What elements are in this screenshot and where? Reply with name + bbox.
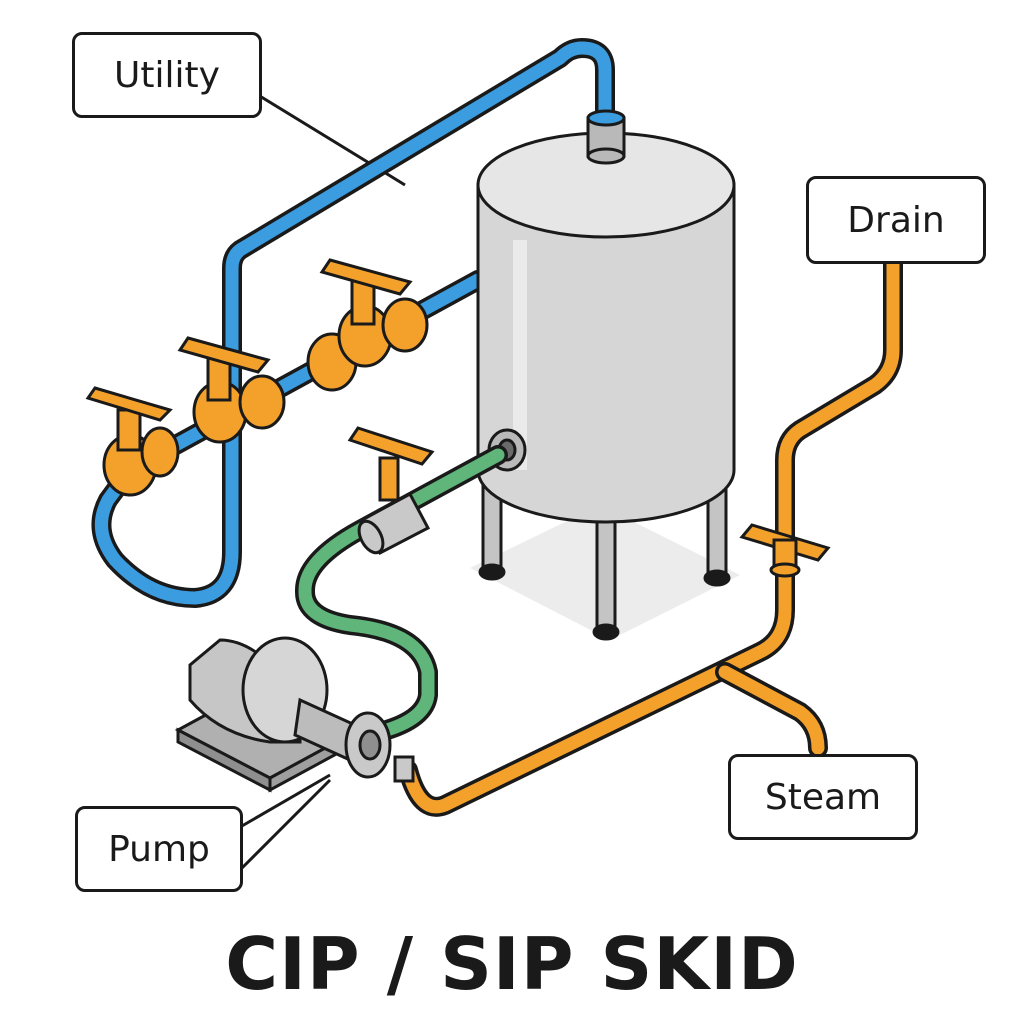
valve-1 <box>85 386 180 497</box>
pump <box>174 636 415 793</box>
tank-legs <box>478 468 731 641</box>
label-pump: Pump <box>75 806 243 892</box>
label-steam: Steam <box>728 754 918 840</box>
utility-pipe <box>91 38 615 608</box>
valve-2 <box>177 336 286 444</box>
diagram-title: CIP / SIP SKID <box>225 922 799 1006</box>
label-utility: Utility <box>72 32 262 118</box>
drain-valve <box>739 523 831 578</box>
return-pipe <box>295 445 508 742</box>
return-fitting <box>357 491 431 556</box>
valve-4 <box>347 426 435 502</box>
label-drain: Drain <box>806 176 986 264</box>
valve-3 <box>306 258 429 392</box>
tank <box>476 109 736 524</box>
